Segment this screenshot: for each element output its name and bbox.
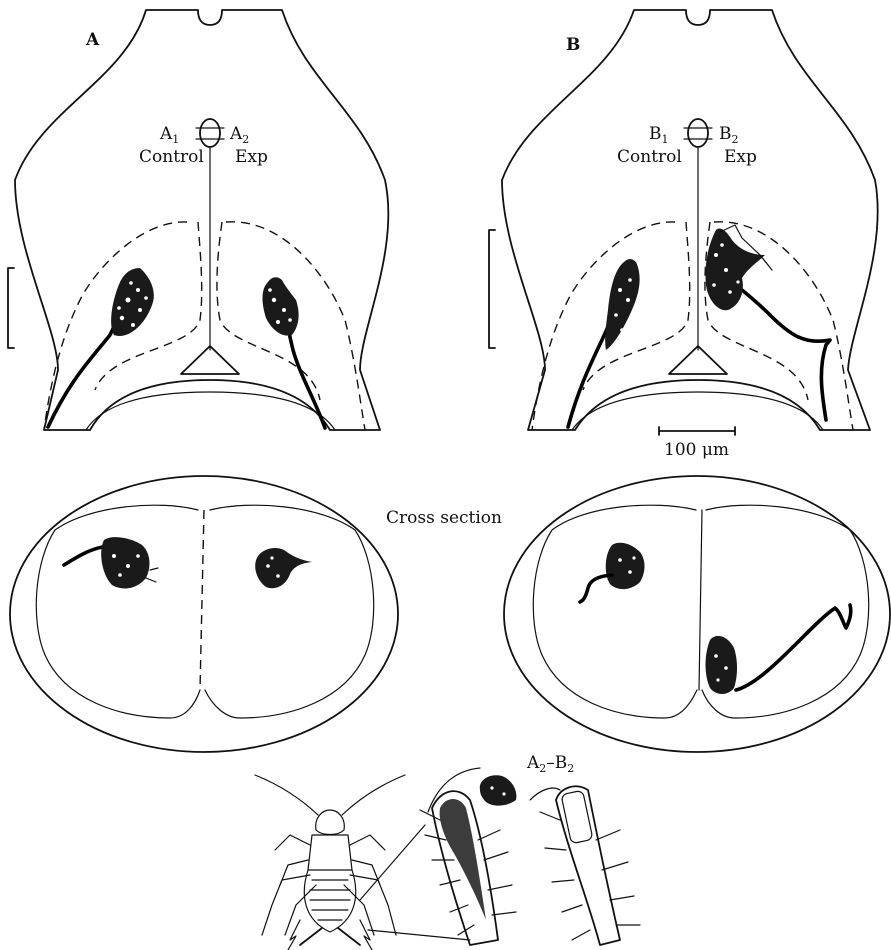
panel-a-right-label: A2 bbox=[229, 124, 249, 146]
panel-b-left-arbor bbox=[605, 259, 639, 350]
panel-b-right-label: B2 bbox=[719, 124, 739, 146]
inset-connector-1 bbox=[360, 825, 425, 900]
inset-connector-4 bbox=[530, 788, 560, 800]
panel-a-left-arbor bbox=[111, 268, 154, 336]
cricket-illustration bbox=[255, 775, 405, 950]
panel-b-bracket bbox=[489, 230, 495, 348]
cercus-magnified-right bbox=[540, 786, 640, 945]
cross-section-b-right-arbor bbox=[706, 605, 851, 694]
panel-b-left-label: B1 bbox=[649, 124, 669, 146]
cross-section-a bbox=[10, 476, 398, 752]
scale-bar-label: 100 μm bbox=[664, 440, 729, 460]
inset-connector-2 bbox=[368, 930, 470, 940]
panel-b-right-arbor bbox=[705, 225, 772, 310]
cross-section-b bbox=[504, 476, 890, 752]
cross-section-a-right-arbor bbox=[255, 548, 312, 588]
panel-b-left-caption: Control bbox=[617, 147, 682, 167]
panel-b-right-axon bbox=[732, 282, 830, 420]
panel-a-ganglion bbox=[8, 10, 388, 430]
cross-section-b-left-arbor bbox=[580, 543, 645, 602]
panel-b-ganglion bbox=[489, 10, 878, 430]
inset-label: A2–B2 bbox=[526, 753, 574, 775]
panel-a-letter: A bbox=[85, 30, 100, 50]
panel-b-letter: B bbox=[566, 35, 580, 55]
panel-b-right-caption: Exp bbox=[724, 147, 757, 167]
scale-bar: 100 μm bbox=[659, 427, 735, 460]
cross-section-label: Cross section bbox=[386, 508, 502, 528]
panel-a-right-arbor bbox=[263, 277, 299, 335]
panel-a-bracket bbox=[8, 268, 14, 348]
panel-a-left-caption: Control bbox=[139, 147, 204, 167]
cross-section-a-left-arbor bbox=[101, 537, 158, 588]
cercus-magnified-left bbox=[420, 775, 516, 945]
panel-a-right-caption: Exp bbox=[235, 147, 268, 167]
panel-a-left-label: A1 bbox=[159, 124, 179, 146]
